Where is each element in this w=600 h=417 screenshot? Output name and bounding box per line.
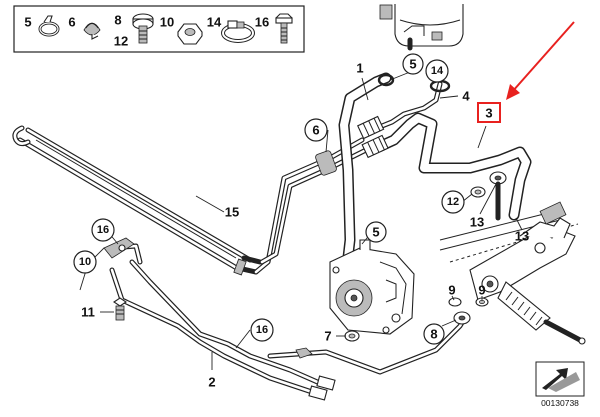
hose-clamp-icon xyxy=(38,15,60,37)
bolt-11 xyxy=(113,297,127,321)
callout-5-top: 5 xyxy=(409,57,416,72)
callout-16-bottom: 16 xyxy=(256,324,268,336)
callout-5-pump: 5 xyxy=(372,225,379,240)
fluid-reservoir xyxy=(379,4,464,51)
hex-nut-icon xyxy=(177,23,203,45)
legend-number-14: 14 xyxy=(207,15,222,30)
callout-10: 10 xyxy=(79,256,91,268)
banjo-bolt-icon xyxy=(132,13,154,44)
callout-12: 12 xyxy=(447,196,459,208)
washer-9a xyxy=(448,297,462,307)
rack-bellows xyxy=(497,281,586,345)
banjo-fitting-13 xyxy=(489,171,507,221)
callout-1: 1 xyxy=(356,61,363,76)
washer-7 xyxy=(344,330,360,342)
highlight-box xyxy=(477,102,501,123)
steering-rack xyxy=(439,201,586,345)
callout-13-left: 13 xyxy=(470,215,484,230)
callout-4: 4 xyxy=(462,89,470,104)
legend-number-8: 8 xyxy=(114,13,121,28)
open-clip-icon xyxy=(83,22,101,40)
callout-14: 14 xyxy=(431,65,444,77)
pressure-hose xyxy=(366,112,532,221)
callout-2: 2 xyxy=(208,375,215,390)
lower-pressure-lines xyxy=(103,237,469,401)
callout-9-left: 9 xyxy=(448,283,455,298)
return-hose xyxy=(338,72,392,281)
worm-clamp-icon xyxy=(221,20,255,43)
catalog-stamp: 00130738 xyxy=(535,361,585,408)
hose-fittings xyxy=(357,115,389,159)
catalog-number: 00130738 xyxy=(541,398,579,408)
callout-8: 8 xyxy=(430,327,437,342)
callout-16-left: 16 xyxy=(97,224,109,236)
banjo-fitting-8 xyxy=(453,311,471,325)
legend-number-16: 16 xyxy=(255,15,269,30)
callout-6: 6 xyxy=(312,123,319,138)
callout-labels: 1 5 14 4 3 6 15 16 10 11 16 2 7 5 8 9 9 … xyxy=(73,53,529,390)
hex-bolt-icon xyxy=(275,13,293,44)
reservoir-line xyxy=(369,81,443,133)
callout-13-right: 13 xyxy=(515,229,529,244)
legend-number-12: 12 xyxy=(114,34,128,49)
clamp-5 xyxy=(377,73,395,87)
legend-number-6: 6 xyxy=(68,15,75,30)
washer-9b xyxy=(475,297,489,307)
callout-3: 3 xyxy=(485,106,492,121)
callout-9-right: 9 xyxy=(478,283,485,298)
legend-number-10: 10 xyxy=(160,15,174,30)
steering-pump xyxy=(329,239,415,335)
callout-11: 11 xyxy=(81,305,95,320)
legend-number-5: 5 xyxy=(24,15,31,30)
parts-legend: 5 6 8 12 10 xyxy=(13,5,305,53)
cooler-coil xyxy=(12,125,263,276)
callout-15: 15 xyxy=(225,205,239,220)
washer-12 xyxy=(470,186,486,198)
callout-7: 7 xyxy=(324,329,331,344)
red-arrow xyxy=(506,21,575,100)
leader-lines xyxy=(79,71,523,370)
